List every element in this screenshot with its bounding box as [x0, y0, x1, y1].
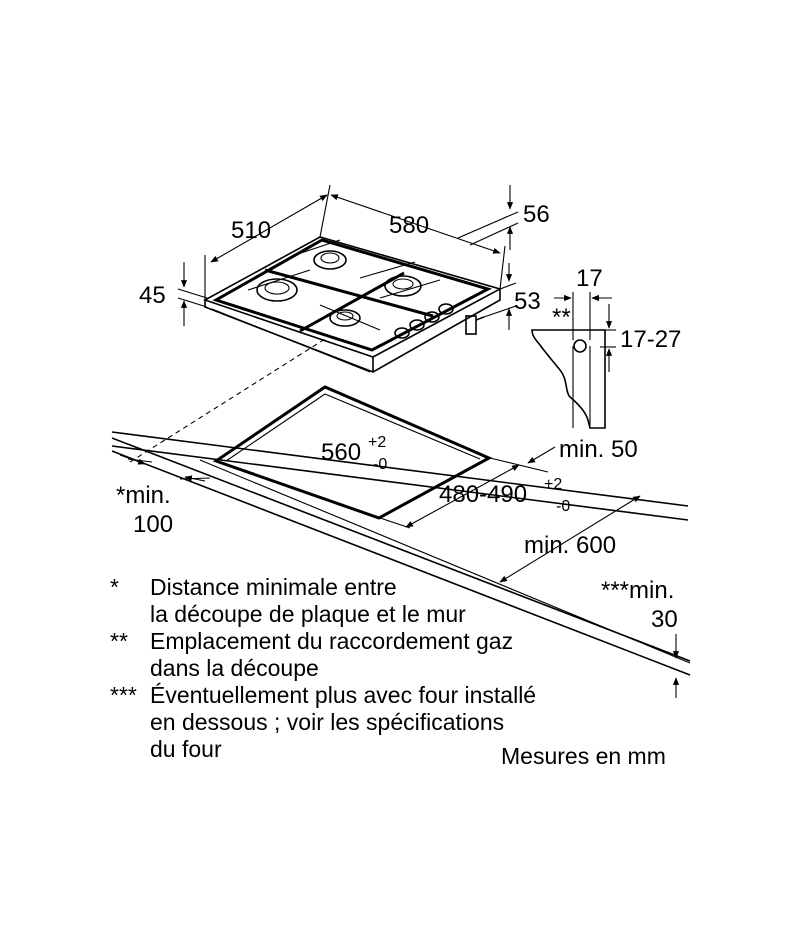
- units-label: Mesures en mm: [501, 743, 666, 769]
- footnote-mark: **: [110, 628, 128, 654]
- burner-right: [384, 275, 422, 297]
- footnote-mark: *: [110, 574, 119, 600]
- control-knobs: [394, 303, 454, 339]
- footnote-line: la découpe de plaque et le mur: [150, 601, 466, 627]
- burner-rear: [313, 250, 347, 270]
- footnote-1: * Distance minimale entre la découpe de …: [110, 574, 536, 628]
- footnote-mark: ***: [110, 682, 137, 708]
- dim-cutout-depth: 480-490: [439, 481, 527, 508]
- footnotes: * Distance minimale entre la découpe de …: [110, 574, 536, 763]
- dim-width: 510: [231, 217, 271, 244]
- cutout: [129, 338, 493, 520]
- footnote-line: en dessous ; voir les spécifications: [150, 709, 505, 735]
- footnote-line: Éventuellement plus avec four installé: [150, 682, 537, 708]
- dim-min-below-value: 30: [651, 606, 678, 633]
- dim-height-right: 53: [514, 288, 541, 315]
- dim-cutout-width-tol-lower: -0: [373, 456, 387, 473]
- dim-bracket-width: 17: [576, 265, 603, 292]
- burner-front: [329, 309, 361, 327]
- footnote-line: du four: [150, 736, 222, 762]
- dim-cutout-width-tol-upper: +2: [368, 434, 386, 451]
- cutout-dimension-lines: [119, 446, 680, 698]
- dim-min-below-prefix: ***min.: [601, 577, 674, 604]
- dim-top-offset: 56: [523, 201, 550, 228]
- dim-cutout-depth-tol-upper: +2: [544, 476, 562, 493]
- gas-connection-marker: **: [552, 304, 571, 331]
- dim-height-left: 45: [139, 282, 166, 309]
- dim-min-wall-value: 100: [133, 511, 173, 538]
- dim-cutout-width: 560: [321, 439, 361, 466]
- dim-worktop-thickness: 17-27: [620, 326, 681, 353]
- footnote-line: dans la découpe: [150, 655, 319, 681]
- gas-connector: [465, 315, 485, 335]
- gas-hob: [203, 236, 503, 373]
- dim-depth: 580: [389, 212, 429, 239]
- burner-left: [256, 278, 298, 302]
- footnote-3: *** Éventuellement plus avec four instal…: [110, 682, 536, 763]
- footnote-line: Emplacement du raccordement gaz: [150, 628, 514, 654]
- footnote-2: ** Emplacement du raccordement gaz dans …: [110, 628, 536, 682]
- dimension-labels: 510 580 56 45 53 17 ** 17-27 min. 50 560…: [116, 201, 681, 633]
- dim-min-wall-prefix: *min.: [116, 482, 171, 509]
- footnote-line: Distance minimale entre: [150, 574, 397, 600]
- dim-cutout-depth-tol-lower: -0: [556, 498, 570, 515]
- dim-min-depth: min. 600: [524, 532, 616, 559]
- dim-min-front: min. 50: [559, 436, 638, 463]
- worktop-edge-detail: [531, 292, 616, 429]
- hob-dimension-lines: [177, 184, 519, 330]
